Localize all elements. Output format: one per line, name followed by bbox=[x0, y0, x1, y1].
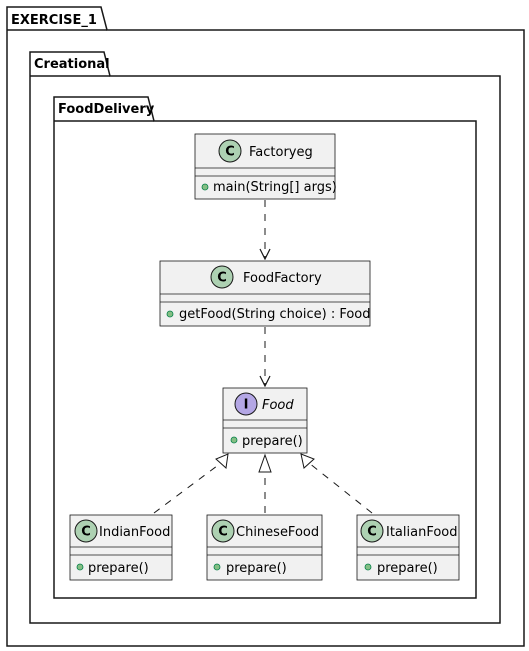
method-getfood: getFood(String choice) : Food bbox=[179, 307, 371, 322]
public-method-icon bbox=[166, 310, 174, 318]
class-stereotype-letter: C bbox=[217, 271, 227, 286]
package-name-creational: Creational bbox=[34, 57, 110, 72]
class-chinesefood[interactable]: C ChineseFood prepare() bbox=[206, 514, 323, 581]
class-stereotype-letter: C bbox=[81, 525, 91, 540]
public-method-icon bbox=[213, 563, 221, 571]
class-badge-icon bbox=[218, 139, 242, 163]
class-name: FoodFactory bbox=[243, 271, 322, 286]
public-method-icon bbox=[76, 563, 84, 571]
method-prepare: prepare() bbox=[377, 561, 438, 576]
class-name: Factoryeg bbox=[249, 145, 313, 160]
interface-name: Food bbox=[262, 398, 294, 413]
interface-stereotype-letter: I bbox=[244, 398, 249, 413]
package-fooddelivery: FoodDelivery bbox=[53, 96, 477, 599]
package-exercise-1: EXERCISE_1 bbox=[6, 6, 525, 647]
public-method-icon bbox=[230, 436, 238, 444]
class-stereotype-letter: C bbox=[225, 145, 235, 160]
realization-italianfood-food bbox=[300, 453, 373, 514]
method-prepare: prepare() bbox=[88, 561, 149, 576]
class-italianfood[interactable]: C ItalianFood prepare() bbox=[356, 514, 460, 581]
method-prepare: prepare() bbox=[242, 434, 303, 449]
package-name-exercise-1: EXERCISE_1 bbox=[11, 13, 97, 28]
class-badge-icon bbox=[74, 519, 98, 543]
class-name: ChineseFood bbox=[236, 525, 319, 540]
method-main: main(String[] args) bbox=[213, 180, 337, 195]
realization-chinesefood-food bbox=[258, 453, 272, 513]
class-factoryeg[interactable]: C Factoryeg main(String[] args) bbox=[194, 133, 337, 200]
class-foodfactory[interactable]: C FoodFactory getFood(String choice) : F… bbox=[159, 260, 371, 327]
class-stereotype-letter: C bbox=[367, 525, 377, 540]
realization-indianfood-food bbox=[153, 453, 229, 514]
class-name: ItalianFood bbox=[386, 525, 458, 540]
package-name-fooddelivery: FoodDelivery bbox=[58, 102, 155, 117]
class-stereotype-letter: C bbox=[218, 525, 228, 540]
interface-food[interactable]: I Food prepare() bbox=[222, 387, 308, 454]
relationships bbox=[153, 200, 373, 514]
class-badge-icon bbox=[211, 519, 235, 543]
class-indianfood[interactable]: C IndianFood prepare() bbox=[69, 514, 173, 581]
package-creational: Creational bbox=[29, 51, 501, 624]
class-badge-icon bbox=[360, 519, 384, 543]
public-method-icon bbox=[364, 563, 372, 571]
method-prepare: prepare() bbox=[226, 561, 287, 576]
class-badge-icon bbox=[210, 265, 234, 289]
public-method-icon bbox=[201, 183, 209, 191]
class-name: IndianFood bbox=[99, 525, 170, 540]
interface-badge-icon bbox=[234, 392, 258, 416]
